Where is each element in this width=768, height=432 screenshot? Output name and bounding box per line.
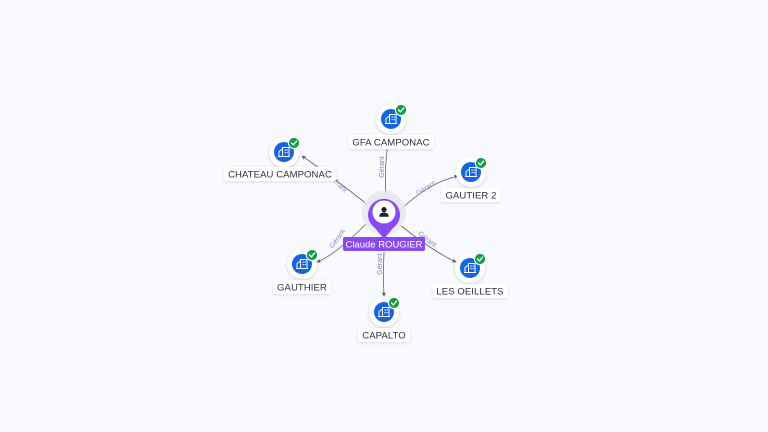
- center-label: Claude ROUGIER: [343, 237, 425, 251]
- company-label-bg: [273, 280, 331, 294]
- company-nodes-layer: GFA CAMPONAC GAUTIER 2 LES OEILLETS CAPALTO…: [224, 103, 508, 342]
- company-label-text: GAUTIER 2: [445, 190, 496, 201]
- check-badge-icon: [387, 296, 401, 310]
- building-icon: [278, 147, 290, 157]
- company-node-gautier-2[interactable]: GAUTIER 2: [441, 156, 501, 202]
- check-badge-icon: [474, 156, 488, 170]
- center-label-text: Claude ROUGIER: [345, 239, 422, 250]
- company-label-capalto: CAPALTO: [358, 328, 410, 342]
- edge-label-gfa-camponac: Gérant: [379, 156, 386, 177]
- building-icon: [378, 307, 390, 317]
- company-label-gfa-camponac: GFA CAMPONAC: [348, 135, 434, 149]
- check-badge-icon: [287, 136, 301, 150]
- company-label-text: GAUTHIER: [277, 282, 327, 293]
- company-label-text: CAPALTO: [362, 330, 405, 341]
- building-icon: [465, 167, 477, 177]
- company-label-les-oeillets: LES OEILLETS: [432, 284, 508, 298]
- company-label-text: LES OEILLETS: [436, 286, 503, 297]
- person-icon: [379, 207, 389, 217]
- company-label-bg: [441, 188, 501, 202]
- company-label-bg: [348, 135, 434, 149]
- company-label-text: CHATEAU CAMPONAC: [228, 169, 332, 180]
- company-label-bg: [358, 328, 410, 342]
- edge-capalto: [381, 251, 386, 297]
- company-node-les-oeillets[interactable]: LES OEILLETS: [432, 252, 508, 298]
- company-label-chateau-camponac: CHATEAU CAMPONAC: [224, 167, 336, 181]
- building-icon: [296, 259, 308, 269]
- company-label-gauthier: GAUTHIER: [273, 280, 331, 294]
- check-badge-icon: [473, 252, 487, 266]
- edge-gauthier: [316, 223, 367, 263]
- company-label-bg: [224, 167, 336, 181]
- building-icon: [464, 263, 476, 273]
- company-label-bg: [432, 284, 508, 298]
- company-label-gautier-2: GAUTIER 2: [441, 188, 501, 202]
- check-badge-icon: [305, 248, 319, 262]
- company-node-gauthier[interactable]: GAUTHIER: [273, 248, 331, 294]
- edge-gautier-2: [399, 174, 459, 211]
- company-label-text: GFA CAMPONAC: [352, 137, 429, 148]
- company-node-chateau-camponac[interactable]: CHATEAU CAMPONAC: [224, 136, 336, 181]
- center-person-node[interactable]: Claude ROUGIER: [343, 191, 425, 251]
- edge-label-gautier-2: Gérant: [415, 180, 437, 197]
- center-label-bg: [343, 237, 425, 251]
- company-node-gfa-camponac[interactable]: GFA CAMPONAC: [348, 103, 434, 149]
- edge-label-capalto: Gérant: [377, 253, 384, 274]
- edge-les-oeillets: [399, 224, 457, 263]
- company-node-capalto[interactable]: CAPALTO: [358, 296, 410, 342]
- building-icon: [385, 114, 397, 124]
- check-badge-icon: [394, 103, 408, 117]
